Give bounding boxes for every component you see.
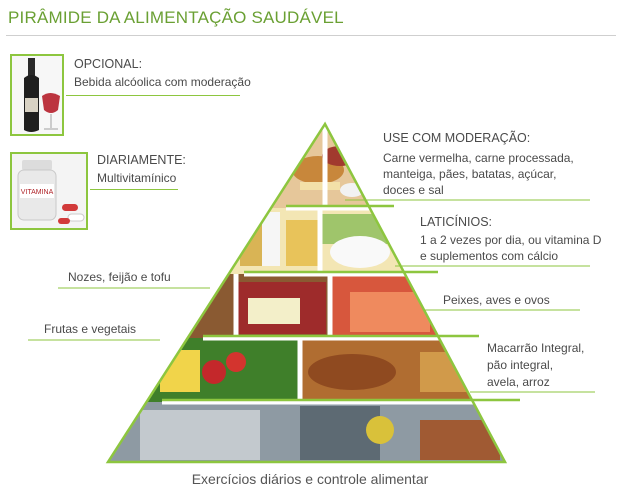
- moderation-line-2: manteiga, pães, batatas, açúcar,: [383, 167, 557, 181]
- grains-line-2: pão integral,: [487, 358, 554, 372]
- grains-line-1: Macarrão Integral,: [487, 341, 585, 355]
- optional-rule: [66, 95, 240, 96]
- vitamin-image: VITAMINA: [10, 152, 88, 230]
- moderation-line-3: doces e sal: [383, 183, 444, 197]
- daily-text: Multivitamínico: [97, 171, 177, 185]
- daily-rule: [90, 189, 178, 190]
- page-title: PIRÂMIDE DA ALIMENTAÇÃO SAUDÁVEL: [8, 8, 344, 27]
- vitamin-bottle-label: VITAMINA: [21, 189, 54, 196]
- tier-exercise: [108, 402, 505, 462]
- dairy-line-1: 1 a 2 vezes por dia, ou vitamina D: [420, 233, 602, 247]
- nuts-label: Nozes, feijão e tofu: [68, 270, 171, 284]
- dairy-line-2: e suplementos com cálcio: [420, 249, 559, 263]
- fish-label: Peixes, aves e ovos: [443, 293, 550, 307]
- grains-line-3: avela, arroz: [487, 375, 550, 389]
- wine-image: [10, 54, 64, 136]
- dairy-heading: LATICÍNIOS:: [420, 215, 493, 229]
- title-divider: [6, 35, 616, 36]
- moderation-line-1: Carne vermelha, carne processada,: [383, 151, 574, 165]
- optional-heading: OPCIONAL:: [74, 57, 143, 71]
- fruits-label: Frutas e vegetais: [44, 322, 137, 336]
- daily-heading: DIARIAMENTE:: [97, 153, 186, 167]
- footer-caption: Exercícios diários e controle alimentar: [191, 471, 429, 487]
- moderation-heading: USE COM MODERAÇÃO:: [383, 131, 531, 145]
- optional-text: Bebida alcóolica com moderação: [74, 75, 251, 89]
